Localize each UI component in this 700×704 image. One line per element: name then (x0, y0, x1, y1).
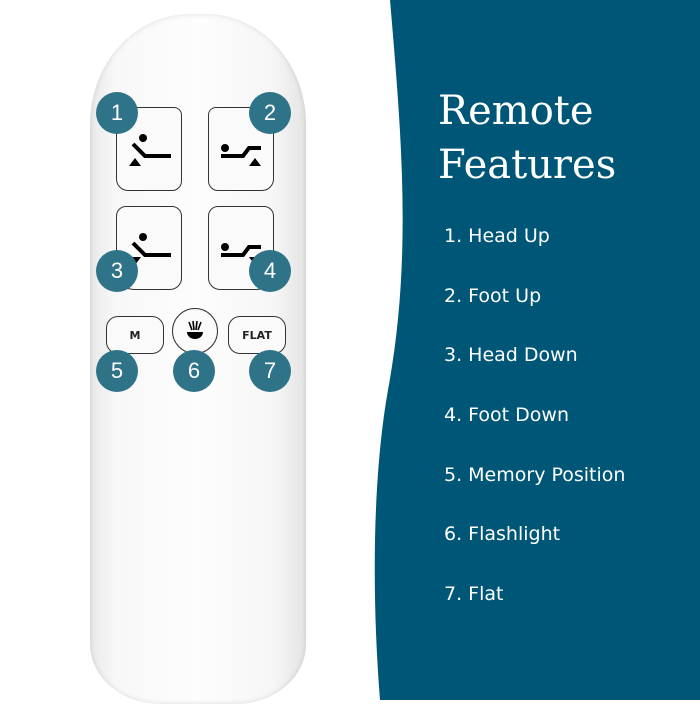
flashlight-button[interactable] (172, 308, 218, 354)
panel-title: Remote Features (438, 84, 616, 192)
feature-item: 4. Foot Down (444, 404, 569, 427)
feature-item: 7. Flat (444, 583, 504, 606)
title-line-2: Features (438, 142, 617, 188)
title-line-1: Remote (438, 88, 594, 134)
badge-1: 1 (96, 92, 138, 134)
flashlight-icon (187, 320, 203, 339)
foot-up-icon (221, 144, 261, 166)
flat-button[interactable]: FLAT (228, 316, 286, 354)
head-up-icon (129, 134, 171, 166)
memory-button[interactable]: M (106, 316, 164, 354)
badge-5: 5 (96, 350, 138, 392)
badge-3: 3 (96, 250, 138, 292)
badge-2: 2 (249, 92, 291, 134)
feature-item: 1. Head Up (444, 225, 550, 247)
badge-6: 6 (173, 350, 215, 392)
feature-item: 6. Flashlight (444, 523, 561, 546)
feature-item: 5. Memory Position (444, 463, 626, 486)
badge-4: 4 (249, 250, 291, 292)
feature-item: 3. Head Down (444, 344, 578, 367)
badge-7: 7 (249, 350, 291, 392)
feature-list: 1. Head Up 2. Foot Up 3. Head Down 4. Fo… (444, 225, 625, 643)
feature-item: 2. Foot Up (444, 284, 542, 307)
